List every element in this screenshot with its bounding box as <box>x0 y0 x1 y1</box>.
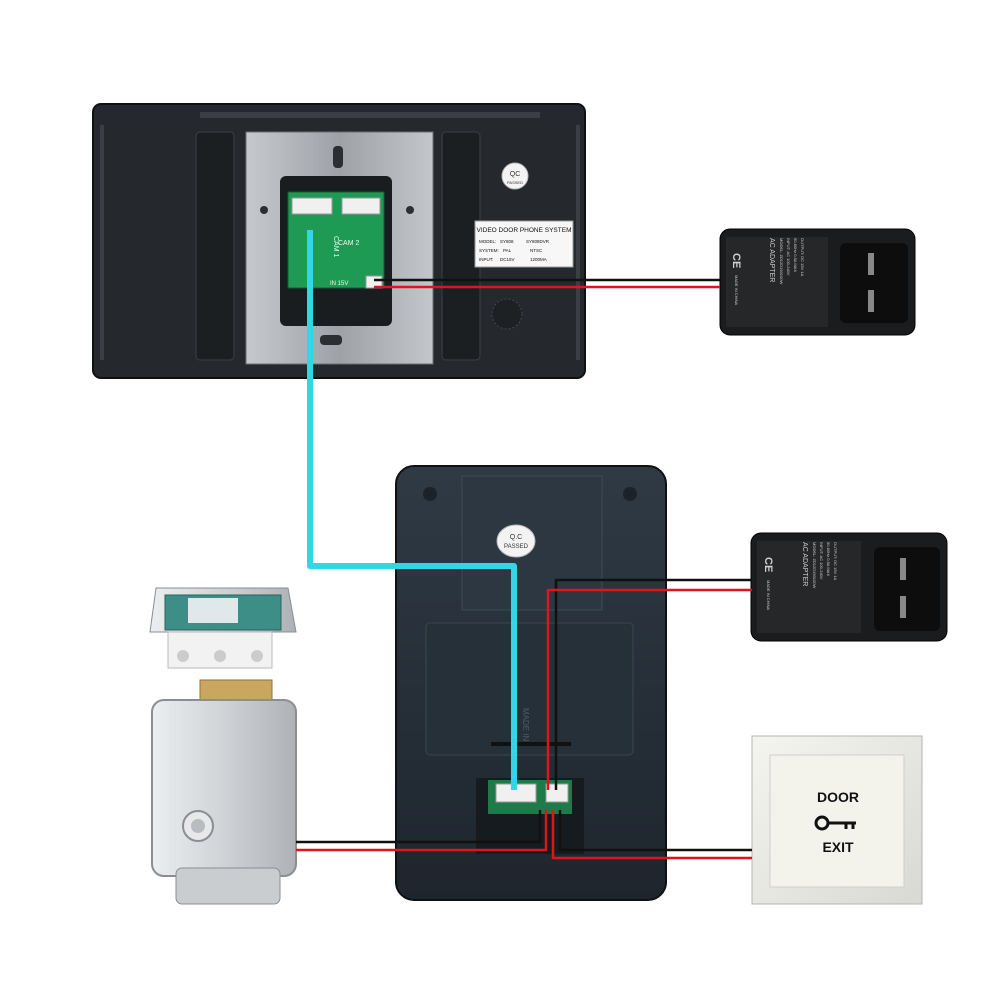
adapter-bottom-plug-face <box>874 547 940 631</box>
exit-button-plate: DOOR EXIT <box>751 735 923 905</box>
adapter-bottom-prong-1 <box>900 558 906 580</box>
station-qc-sticker <box>496 524 536 558</box>
exit-label-exit: EXIT <box>822 839 854 855</box>
lock-strike <box>149 587 297 669</box>
spec-input-key: INPUT: <box>479 257 493 262</box>
adapter-top-ce: CE <box>730 253 742 268</box>
electric-lock <box>149 587 297 905</box>
adapter-bottom-title: AC ADAPTER <box>801 542 808 586</box>
wire-exit-positive <box>551 810 752 860</box>
lock-body <box>151 699 297 877</box>
station-engraving: MADE IN <box>521 708 530 742</box>
port-power-label: IN 15V <box>330 281 348 287</box>
monitor-rail-right <box>441 131 481 361</box>
adapter-top-prong-2 <box>868 290 874 312</box>
wire-exit-negative <box>558 810 752 852</box>
adapter-bottom-ce: CE <box>762 557 774 572</box>
monitor-qc-sticker <box>501 162 529 190</box>
station-qc-subtext: PASSED <box>504 544 529 550</box>
spec-system-pal: PAL <box>503 248 512 253</box>
monitor-rail-left <box>195 131 235 361</box>
spec-system-ntsc: NTSC <box>530 248 543 253</box>
monitor-vents <box>100 112 580 360</box>
spec-model-value: SY808 <box>500 239 514 244</box>
indoor-monitor: CAM 1 CAM 2 IN 15V QC PASSED VIDEO DOOR … <box>92 103 586 379</box>
wires <box>296 230 752 860</box>
adapter-top-origin: MADE IN CHINA <box>734 275 739 306</box>
port-cam2-label: CAM 2 <box>338 240 360 247</box>
adapter-top-title: AC ADAPTER <box>768 238 775 282</box>
key-icon <box>814 815 856 831</box>
spec-title: VIDEO DOOR PHONE SYSTEM <box>477 227 572 234</box>
wire-station-power-positive <box>546 588 752 790</box>
port-cam1-label: CAM 1 <box>332 236 339 258</box>
adapter-top-input: INPUT: AC 100-240V <box>786 238 791 276</box>
adapter-bottom-origin: MADE IN CHINA <box>766 580 771 611</box>
wire-video-cable <box>307 230 517 790</box>
spec-model-alt: SY808DVR <box>526 239 550 244</box>
cam1-connector <box>291 197 333 215</box>
adapter-top-prong-1 <box>868 253 874 275</box>
station-screw-top-left <box>423 487 437 501</box>
station-qc-text: Q.C <box>510 534 522 541</box>
monitor-speaker-grille <box>491 298 523 330</box>
spec-model-key: MODEL: <box>479 239 496 244</box>
monitor-qc-subtext: PASSED <box>507 180 523 185</box>
exit-push-button[interactable] <box>769 754 905 888</box>
wire-lock-positive <box>296 810 548 852</box>
wire-lock-negative <box>296 810 542 844</box>
station-screw-top-right <box>623 487 637 501</box>
outdoor-door-station: MADE IN Q.C PASSED <box>395 465 667 901</box>
adapter-top-plug-face <box>840 243 908 323</box>
adapter-top-model: MODEL: ZD12D150100W <box>779 238 784 284</box>
adapter-bottom-output: OUTPUT: DC 15V 1A <box>833 542 838 581</box>
monitor-qc-text: QC <box>510 171 521 178</box>
monitor-spec-label: VIDEO DOOR PHONE SYSTEM MODEL: SY808 SY8… <box>474 220 574 268</box>
adapter-bottom-freq: 50-60Hz 0.5A MAX <box>826 542 831 576</box>
station-battery-cover <box>425 622 634 756</box>
spec-input-value: DC15V <box>500 257 515 262</box>
exit-label-door: DOOR <box>817 789 859 805</box>
spec-system-key: SYSTEM: <box>479 248 499 253</box>
power-adapter-monitor: AC ADAPTER MODEL: ZD12D150100W INPUT: AC… <box>719 228 916 336</box>
spec-input-current: 1200MA <box>530 257 547 262</box>
adapter-top-output: OUTPUT: DC 15V 1A <box>800 238 805 277</box>
adapter-top-freq: 50-60Hz 0.5A MAX <box>793 238 798 272</box>
wire-station-power-negative <box>554 578 752 790</box>
adapter-bottom-prong-2 <box>900 596 906 618</box>
adapter-bottom-model: MODEL: ZD12D150100W <box>812 542 817 588</box>
lock-bolt <box>199 679 273 703</box>
adapter-bottom-input: INPUT: AC 100-240V <box>819 542 824 580</box>
power-adapter-lock: AC ADAPTER MODEL: ZD12D150100W INPUT: AC… <box>750 532 948 642</box>
cam2-connector <box>341 197 381 215</box>
